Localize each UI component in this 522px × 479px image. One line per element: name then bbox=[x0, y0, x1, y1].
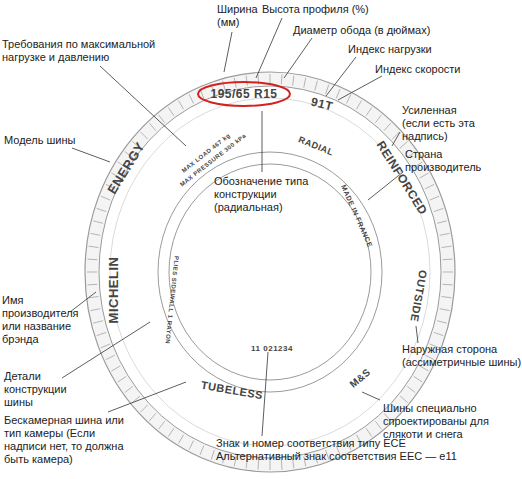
tread-block bbox=[93, 321, 103, 324]
tread-block bbox=[87, 284, 97, 286]
tread-block bbox=[442, 297, 452, 298]
tread-block bbox=[304, 78, 306, 88]
tread-block bbox=[200, 446, 204, 455]
tread-block bbox=[91, 233, 101, 235]
tread-block bbox=[414, 376, 422, 382]
tread-block bbox=[189, 441, 193, 450]
tread-block bbox=[315, 81, 318, 91]
tread-block bbox=[442, 246, 452, 247]
tread-block bbox=[384, 123, 391, 131]
tread-block bbox=[93, 221, 103, 224]
tread-block bbox=[437, 221, 447, 224]
tread-block bbox=[336, 89, 340, 98]
callout-label: Наружная сторона (ассиметричные шины) bbox=[402, 343, 522, 369]
tread-block bbox=[89, 246, 99, 247]
tread-block bbox=[293, 76, 294, 86]
tread-block bbox=[443, 272, 453, 273]
tread-block bbox=[375, 421, 381, 429]
tread-block bbox=[425, 184, 434, 188]
callout-label: Индекс скорости bbox=[375, 63, 495, 76]
tread-block bbox=[168, 428, 174, 436]
tread-block bbox=[101, 196, 110, 200]
tread-block bbox=[141, 405, 148, 412]
tread-block bbox=[91, 309, 101, 311]
callout-label: Ширина (мм) bbox=[217, 3, 263, 29]
tread-block bbox=[149, 123, 156, 131]
tread-block bbox=[400, 396, 408, 403]
tread-block bbox=[440, 233, 450, 235]
tread-block bbox=[246, 76, 247, 86]
tread-block bbox=[141, 132, 148, 139]
tread-block bbox=[87, 272, 97, 273]
tread-block bbox=[357, 101, 362, 110]
tread-block bbox=[149, 413, 156, 421]
callout-label: Знак и номер соответствия типу ECE Альте… bbox=[216, 437, 478, 463]
callout-label: Индекс нагрузки bbox=[348, 43, 468, 56]
tread-block bbox=[347, 94, 351, 103]
tread-block bbox=[281, 74, 283, 84]
callout-label: Модель шины bbox=[4, 134, 94, 147]
tire-size-code: 195/65 R15 bbox=[210, 87, 277, 101]
marking-ellipse: 195/65 R15 bbox=[197, 81, 291, 107]
callout-label: Усиленная (если есть эта надпись) bbox=[402, 104, 482, 143]
tread-block bbox=[407, 386, 415, 392]
callout-label: Обозначение типа конструкции (радиальная… bbox=[214, 175, 324, 214]
tread-block bbox=[440, 309, 450, 311]
tread-block bbox=[101, 344, 110, 348]
callout-label: Имя производителя или название брэнда bbox=[2, 294, 92, 346]
tread-block bbox=[430, 196, 439, 200]
tread-block bbox=[189, 94, 193, 103]
sidewall-marking: MICHELIN bbox=[106, 257, 121, 324]
tread-block bbox=[434, 332, 444, 335]
tread-block bbox=[400, 141, 408, 148]
tread-block bbox=[118, 376, 126, 382]
tread-block bbox=[97, 208, 107, 211]
callout-label: Высота профиля (%) bbox=[262, 3, 392, 16]
tread-block bbox=[179, 101, 184, 110]
tread-block bbox=[159, 421, 165, 429]
tread-block bbox=[179, 435, 184, 444]
callout-label: Бескамерная шина или тип камеры (Если на… bbox=[4, 414, 134, 466]
tread-block bbox=[168, 107, 174, 115]
tread-block bbox=[97, 332, 107, 335]
tread-block bbox=[125, 386, 133, 392]
tread-block bbox=[112, 366, 121, 371]
tread-block bbox=[375, 115, 381, 123]
tread-block bbox=[211, 450, 214, 460]
tread-block bbox=[443, 284, 453, 286]
tread-block bbox=[437, 321, 447, 324]
callout-label: Страна производитель bbox=[405, 148, 495, 174]
tread-block bbox=[270, 74, 271, 84]
tread-block bbox=[366, 107, 372, 115]
callout-label: Шины специально спроектированы для сляко… bbox=[383, 402, 518, 441]
callout-label: Детали конструкции шины bbox=[4, 370, 84, 409]
tread-block bbox=[366, 428, 372, 436]
callout-label: Требования по максимальной нагрузке и да… bbox=[2, 38, 162, 64]
tread-block bbox=[434, 208, 444, 211]
callout-label: Диаметр обода (в дюймах) bbox=[293, 24, 453, 37]
tread-block bbox=[132, 396, 140, 403]
tread-block bbox=[420, 173, 429, 178]
tread-block bbox=[106, 355, 115, 359]
ellipse-outline-shape bbox=[198, 82, 290, 106]
tread-block bbox=[443, 259, 453, 261]
tread-block bbox=[87, 259, 97, 261]
sidewall-marking: 11 021234 bbox=[251, 344, 293, 353]
